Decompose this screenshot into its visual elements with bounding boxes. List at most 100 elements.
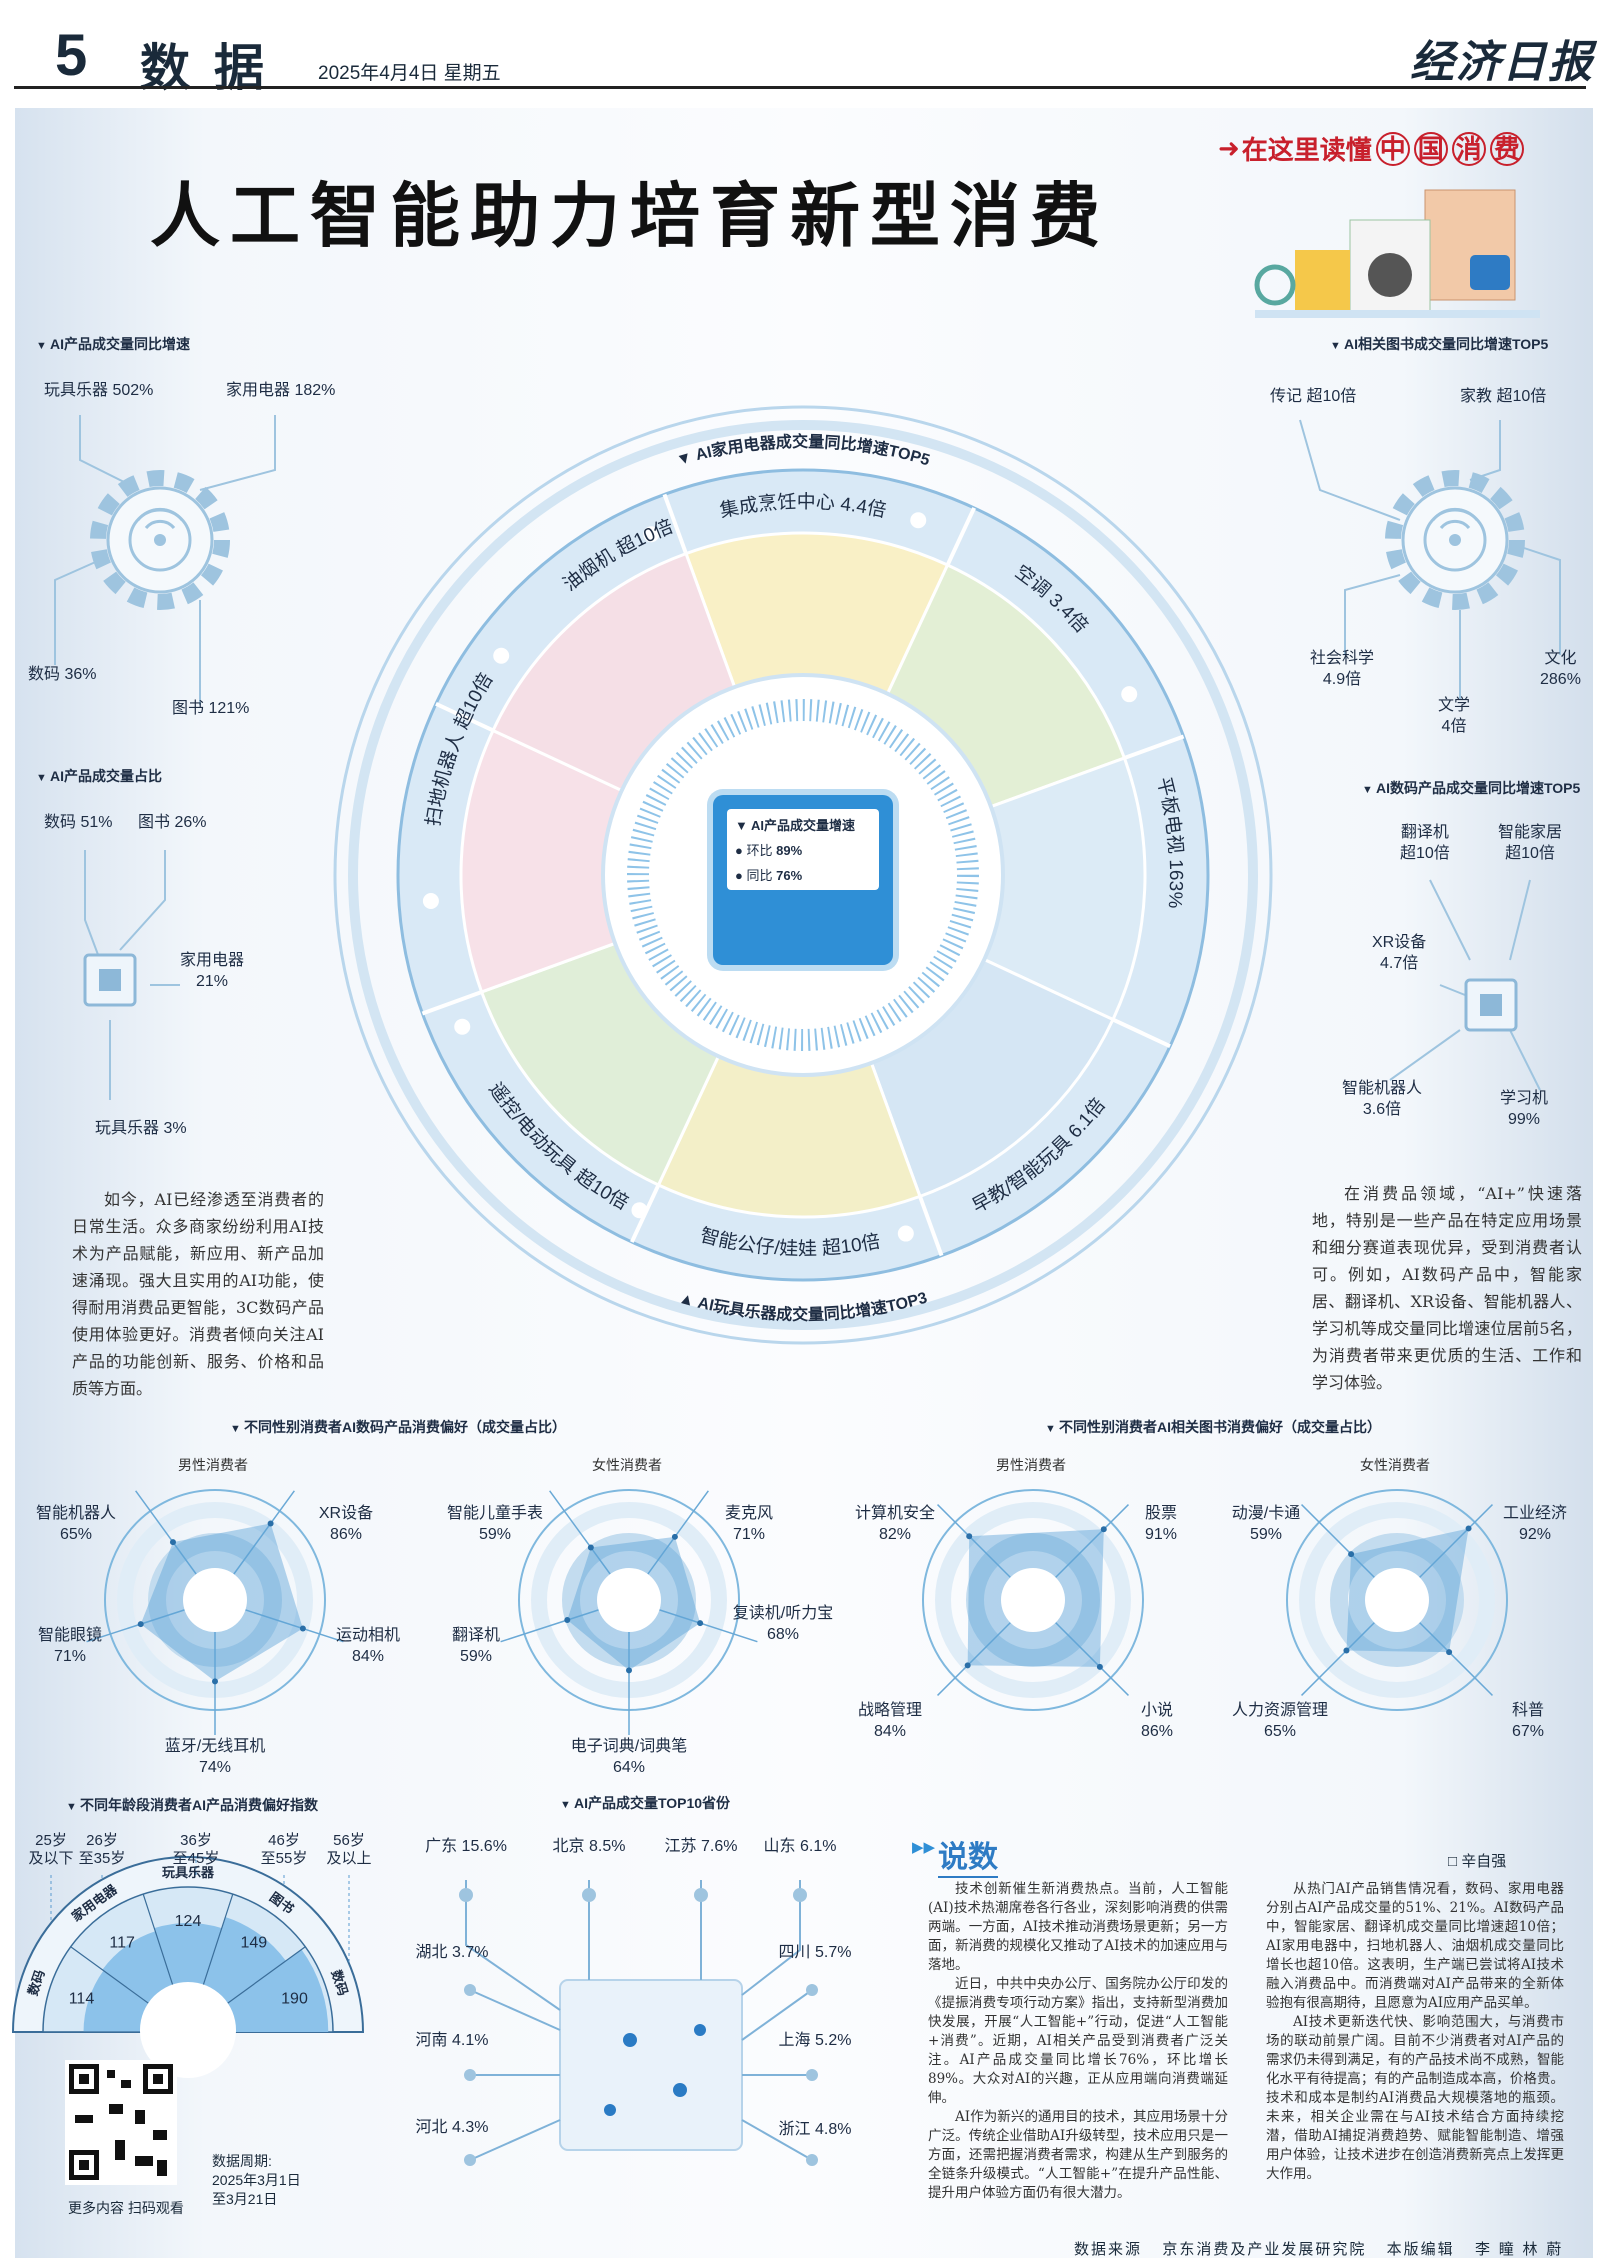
radar-axis-label: 智能眼镜 [37,1627,103,1644]
books-item: 家教 超10倍 [1460,388,1547,405]
radar-axis-value: 92% [1518,1526,1552,1543]
radar-point [671,1533,678,1540]
radar-axis-value: 71% [53,1648,87,1665]
radar-center-icon [183,1568,247,1632]
radar-point [587,1544,594,1551]
province-name: 浙江 [778,2121,811,2138]
chip-icon [83,953,137,1007]
band-divider [421,990,483,1016]
segment-dot [631,1202,648,1219]
data-period: 数据周期:2025年3月1日至3月21日 [212,2153,301,2207]
radar-center-icon [597,1568,661,1632]
radar-axis-label: 工业经济 [1502,1505,1568,1522]
segment-dot [454,1018,471,1035]
age-group-label: 46岁至55岁 [261,1832,308,1868]
province-name: 湖北 [415,1944,448,1961]
outer-circle [348,420,1258,1330]
tick-ring [627,699,979,1051]
radar-point [626,1667,632,1674]
radar-label: 工业经济 92% [1503,1503,1567,1545]
province-item: 浙江 4.8% [779,2119,852,2140]
radar-point [966,1533,973,1540]
commentary-column-1: 技术创新催生新消费热点。当前，人工智能(AI)技术热潮席卷各行各业，深刻影响消费… [928,1881,1228,2201]
share-by-category-title: AI产品成交量占比 [36,766,162,786]
commentary-author: □ 辛自强 [1448,1853,1507,1870]
age-value: 117 [109,1934,135,1951]
province-name: 北京 [552,1838,585,1855]
radar-band [1330,1533,1464,1667]
growth-item: 玩具乐器 502% [44,382,154,399]
province-value: 3.7% [452,1944,489,1961]
radar-point [212,1678,218,1685]
band-divider [662,493,688,555]
female-heading: 女性消费者 [592,1457,662,1473]
appliances-illustration [1254,189,1540,318]
radar-axis-label: 复读机/听力宝 [732,1605,834,1622]
age-range: 25岁 [35,1832,67,1849]
age-range: 及以上 [326,1850,372,1867]
radar-label: 智能机器人 65% [36,1503,116,1545]
badge-char: 中 [1375,131,1410,166]
radar-point [1348,1551,1355,1558]
male-heading: 男性消费者 [178,1457,248,1473]
radar-band [1299,1502,1495,1698]
radar-outer-ring [922,1489,1144,1711]
age-value: 149 [240,1934,267,1951]
age-index-title: 不同年龄段消费者AI产品消费偏好指数 [66,1795,318,1815]
radar-axis-label: 科普 [1511,1702,1544,1719]
age-group-label: 26岁至35岁 [79,1832,126,1868]
radar-axis-label: XR设备 [318,1505,374,1522]
province-value: 15.6% [461,1838,507,1855]
center-row-mom: ● 环比 89% [735,843,803,858]
province-item: 四川 5.7% [779,1942,852,1963]
header-rule [14,86,1586,89]
radar-point [564,1617,571,1624]
radar-outer-ring [1286,1489,1508,1711]
province-circuit-graphic [459,1880,818,2166]
age-category: 玩具乐器 [162,1865,215,1880]
radar-axis-label: 动漫/卡通 [1231,1505,1301,1522]
page-number: 5 [55,23,88,88]
radar-point [1100,1526,1107,1533]
band-divider [1112,1017,1171,1048]
radar-axis-value: 64% [612,1759,646,1776]
province-value: 7.6% [701,1838,738,1855]
radar-axis-label: 运动相机 [335,1627,401,1644]
center-title: ▼ AI产品成交量增速 [735,818,856,833]
province-item: 上海 5.2% [779,2030,852,2051]
radar-axis-value: 67% [1511,1723,1545,1740]
radar-point [169,1539,176,1546]
age-value: 114 [69,1990,95,2007]
province-value: 8.5% [589,1838,626,1855]
radar-axis-label: 智能机器人 [35,1505,117,1522]
books-item: 传记 超10倍 [1270,388,1357,405]
province-name: 河南 [415,2032,448,2049]
province-value: 4.1% [452,2032,489,2049]
connector-lines [54,415,1561,1100]
radar-axis-value: 65% [59,1526,93,1543]
masthead-logo: 经济日报 [1410,37,1594,88]
growth-item: 数码 36% [28,666,97,683]
arrow-icon: ▶▶ [912,1839,936,1856]
age-range: 36岁 [180,1832,212,1849]
gender-radar-charts [86,1489,1508,1735]
radar-axis-value: 59% [459,1648,493,1665]
segment-dot [643,526,660,543]
province-item: 山东 6.1% [764,1836,837,1857]
gear-icon [90,470,230,610]
radar-label: 科普 67% [1512,1700,1544,1742]
badge-char: 国 [1413,131,1448,166]
radar-axis-label: 人力资源管理 [1231,1702,1329,1719]
share-item: 数码 51% [44,814,113,831]
age-group-label: 25岁及以下 [28,1832,73,1868]
digital-item: 智能家居超10倍 [1498,824,1563,862]
